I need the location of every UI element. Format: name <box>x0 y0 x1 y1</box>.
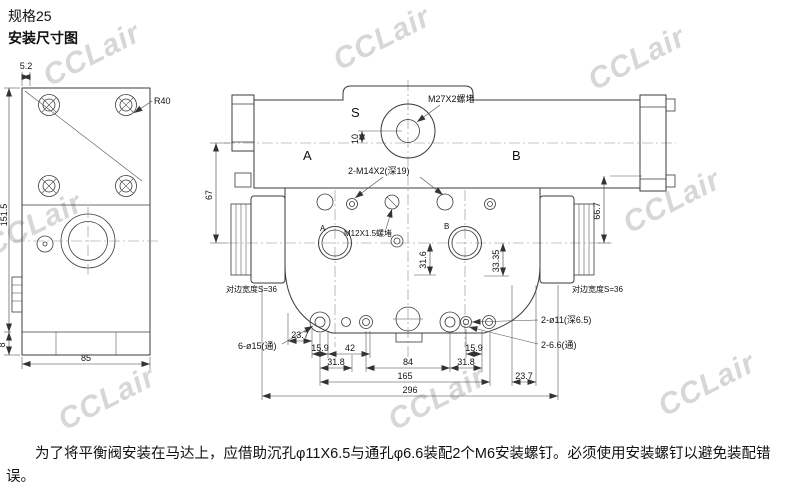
left-view-outline <box>12 88 150 355</box>
installation-note: 为了将平衡阀安装在马达上，应借助沉孔φ11X6.5与通孔φ6.6装配2个M6安装… <box>6 443 794 489</box>
port-b-small-label: B <box>444 222 449 231</box>
callout-d66-holes: 2-6.6(通) <box>541 340 577 350</box>
dim-31-8-left: 31.8 <box>327 357 345 367</box>
main-view: S A B A B M27X2螺堵 2-M14X2(深19) M12X1.5螺堵… <box>204 80 676 400</box>
port-b-label: B <box>512 148 521 163</box>
callout-d15-holes: 6-ø15(通) <box>238 341 277 351</box>
dim-8: 8 <box>0 342 7 347</box>
screw-hole <box>116 95 137 116</box>
main-view-outline <box>231 86 675 342</box>
screw-hole <box>116 176 137 197</box>
dim-15-9-left: 15.9 <box>311 343 329 353</box>
main-view-callouts: S A B A B M27X2螺堵 2-M14X2(深19) M12X1.5螺堵… <box>226 93 623 351</box>
callout-flat-width-left: 对边宽度S=36 <box>226 284 277 294</box>
dim-165: 165 <box>397 371 412 381</box>
screw-hole <box>39 176 60 197</box>
dim-33-35: 33.35 <box>491 250 501 273</box>
left-view-screws <box>39 95 137 197</box>
screw-hole <box>39 95 60 116</box>
callout-m12-plug: M12X1.5螺堵 <box>344 228 392 238</box>
dim-151-5: 151.5 <box>0 204 9 227</box>
left-view: 5.2 R40 151.5 8 85 <box>0 61 171 369</box>
dim-15-9-right: 15.9 <box>465 343 483 353</box>
callout-m14-holes: 2-M14X2(深19) <box>348 166 410 176</box>
left-view-dimensions: 5.2 R40 151.5 8 85 <box>0 61 171 369</box>
callout-d11-holes: 2-ø11(深6.5) <box>541 315 591 325</box>
dim-23-7-left: 23.7 <box>291 330 309 340</box>
dim-31-6: 31.6 <box>418 251 428 269</box>
main-view-holes <box>310 194 496 332</box>
dim-66-7: 66.7 <box>592 202 602 220</box>
dim-23-7-right: 23.7 <box>515 371 533 381</box>
main-view-centerlines <box>224 80 676 357</box>
technical-drawing: 5.2 R40 151.5 8 85 <box>0 55 800 427</box>
dim-31-8-right: 31.8 <box>457 357 475 367</box>
dim-10: 10 <box>350 134 360 144</box>
dim-r40: R40 <box>154 96 171 106</box>
main-view-dimensions: 10 67 31.6 33.35 66.7 <box>204 131 642 400</box>
port-s-label: S <box>351 105 360 120</box>
dim-84: 84 <box>403 357 413 367</box>
callout-m27-plug: M27X2螺堵 <box>428 93 475 104</box>
dim-67: 67 <box>204 190 214 200</box>
page-title: 安装尺寸图 <box>8 28 78 48</box>
port-a-small-label: A <box>320 224 326 233</box>
callout-flat-width-right: 对边宽度S=36 <box>572 284 623 294</box>
left-view-centerlines <box>14 207 158 277</box>
spec-label: 规格25 <box>8 6 52 26</box>
dim-85: 85 <box>81 353 91 363</box>
dim-5-2: 5.2 <box>20 61 33 71</box>
port-a-label: A <box>303 148 312 163</box>
dim-296: 296 <box>402 385 417 395</box>
dim-42: 42 <box>345 343 355 353</box>
